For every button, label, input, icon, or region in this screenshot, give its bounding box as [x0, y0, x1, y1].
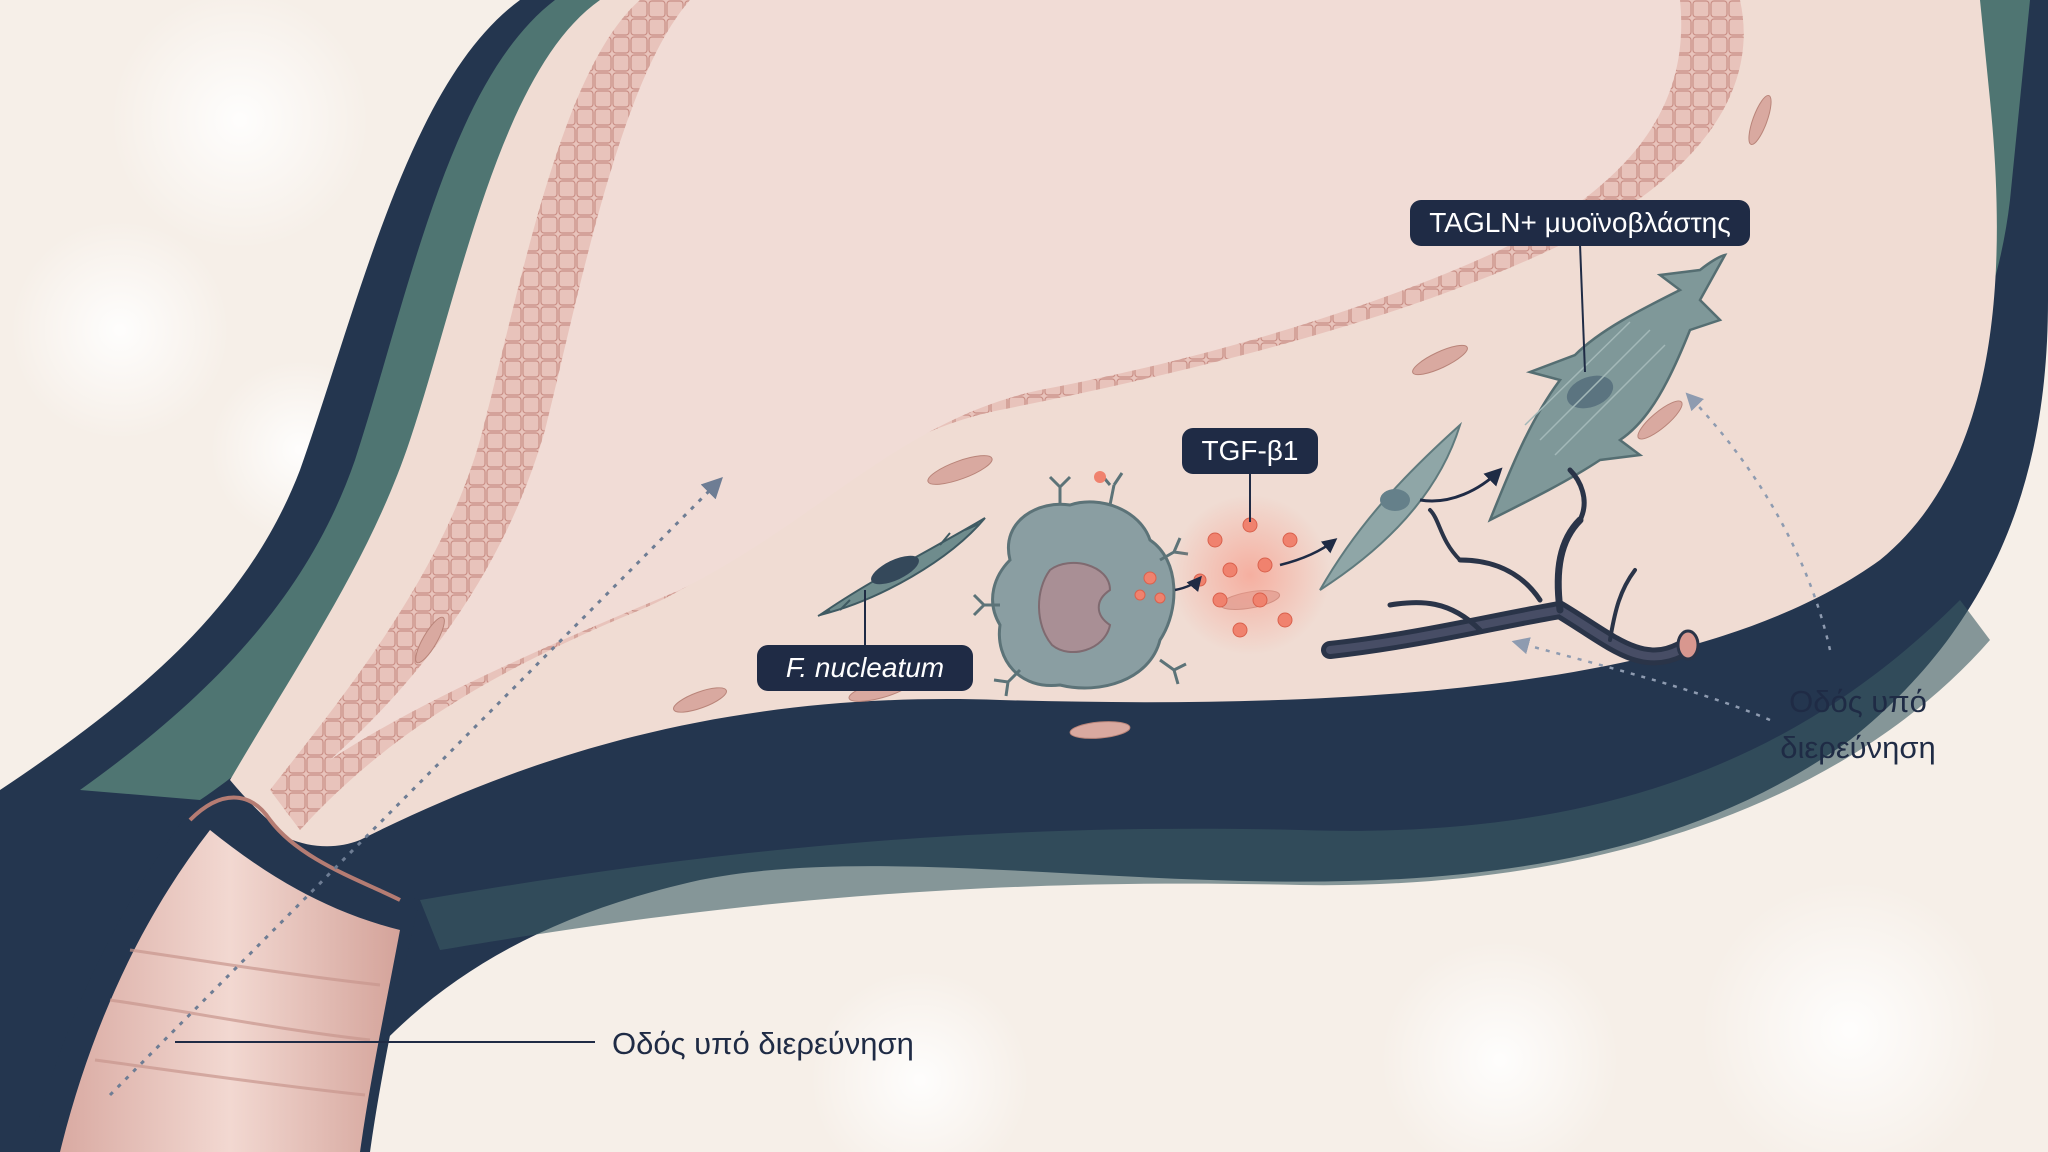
- immune-cell-icon: [972, 471, 1189, 697]
- wall-muscle-band: [420, 600, 1990, 950]
- bacterium-icon: [817, 517, 986, 617]
- blood-vessel-icon: [1321, 467, 1700, 666]
- label-bacterium-text: F. nucleatum: [786, 652, 944, 683]
- stromal-cells: [415, 94, 1772, 739]
- leader-line-myofibroblast: [1579, 243, 1586, 373]
- label-bacterium: F. nucleatum: [757, 645, 973, 691]
- lumen: [330, 0, 1682, 760]
- pathway-label-right-line2: διερεύνηση: [1780, 730, 1935, 765]
- pathway-arrow-bottom: [108, 477, 723, 1097]
- transition-arrow: [1419, 467, 1503, 503]
- label-tgf-text: TGF-β1: [1202, 435, 1299, 466]
- label-myofibroblast: TAGLN+ μυοϊνοβλάστης: [1410, 200, 1750, 246]
- tgf-signal-cluster: [1134, 495, 1338, 655]
- pathway-arrow-right-lower: [1511, 637, 1771, 722]
- pathway-arrow-right-upper: [1685, 392, 1832, 651]
- lower-duct: [30, 780, 420, 1152]
- myofibroblast-icon: [1487, 253, 1728, 523]
- pathway-label-bottom: Οδός υπό διερεύνηση: [612, 1026, 914, 1061]
- pathway-label-right-line1: Οδός υπό: [1789, 684, 1927, 719]
- label-tgf: TGF-β1: [1182, 428, 1318, 474]
- fibroblast-icon: [1319, 421, 1463, 591]
- label-myofibroblast-text: TAGLN+ μυοϊνοβλάστης: [1429, 207, 1731, 238]
